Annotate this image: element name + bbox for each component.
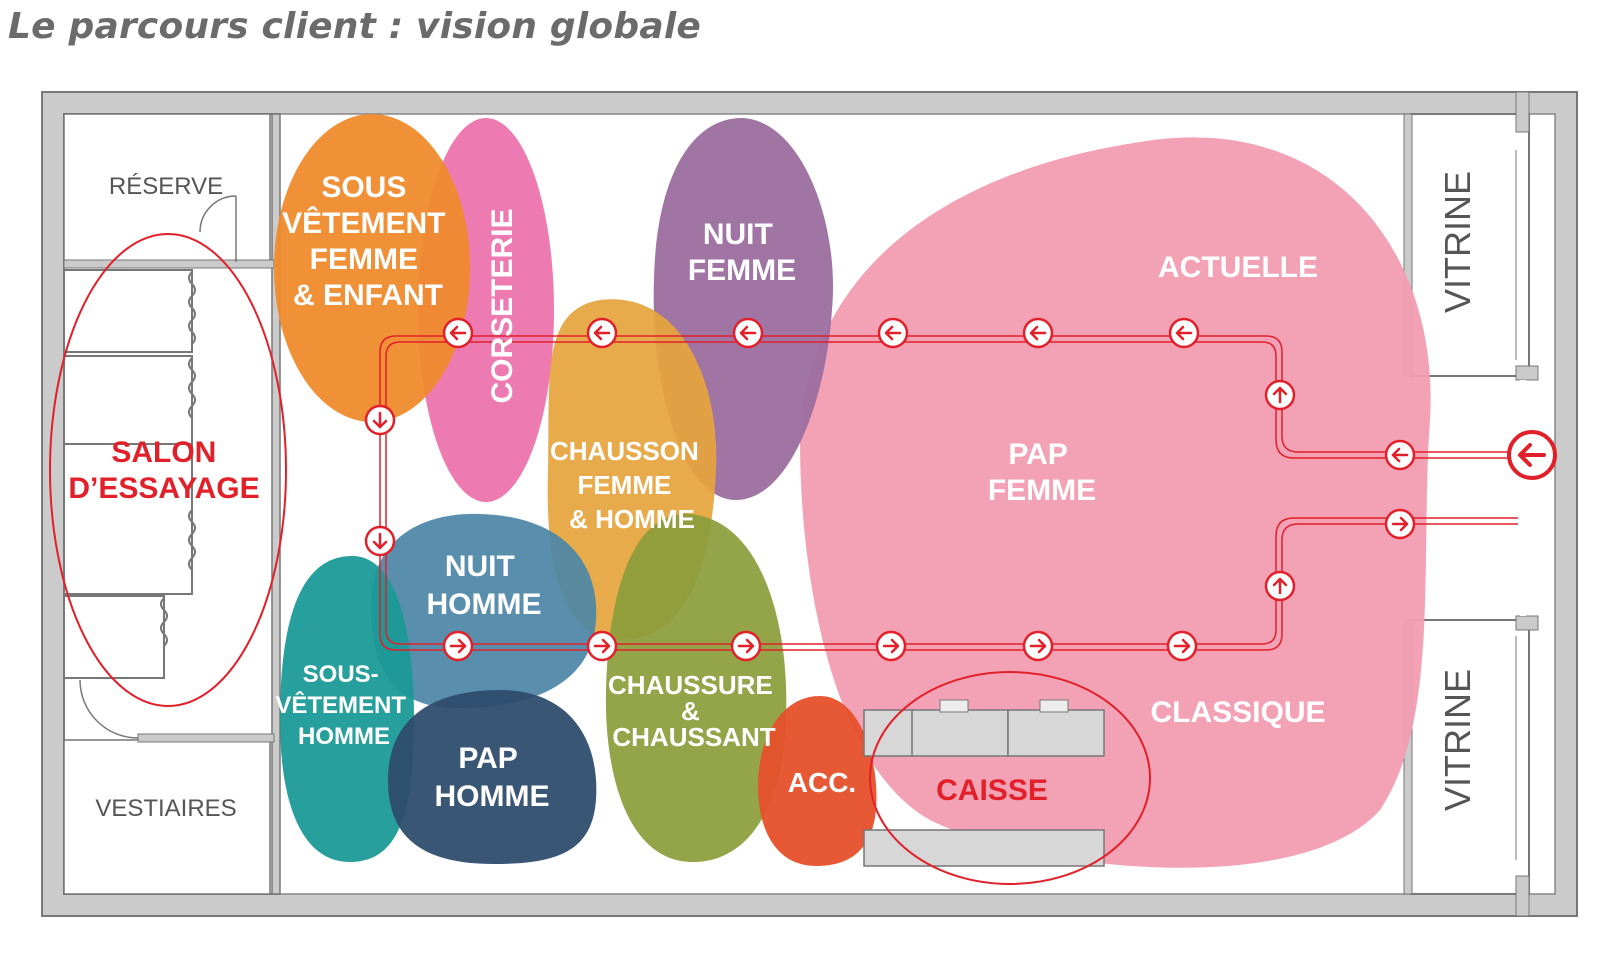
- zone-chausson-line: FEMME: [577, 470, 671, 500]
- zone-nuit-homme-line: NUIT: [445, 550, 515, 583]
- zone-sous-vetement-femme-line: FEMME: [310, 243, 418, 276]
- path-arrow-right-icon: [1166, 630, 1198, 662]
- zone-nuit-femme-line: NUIT: [703, 218, 773, 251]
- zone-acc-blob: [758, 696, 877, 866]
- zone-pap-femme-blob: [800, 137, 1431, 868]
- zone-classique-label: CLASSIQUE: [1150, 696, 1325, 729]
- zone-nuit-femme-label: NUIT FEMME: [688, 218, 796, 287]
- reserve-label: RÉSERVE: [109, 173, 223, 200]
- zone-chaussure-line: CHAUSSANT: [612, 722, 775, 752]
- zone-pap-homme-line: PAP: [458, 742, 517, 775]
- zone-chaussure-line: &: [681, 696, 700, 726]
- path-arrow-up-icon: [1264, 379, 1296, 411]
- zone-corseterie-label: CORSETERIE: [486, 208, 519, 403]
- zone-nuit-homme-line: HOMME: [427, 588, 542, 621]
- zone-sous-vetement-femme-line: VÊTEMENT: [282, 206, 445, 240]
- zone-chausson-label: CHAUSSON FEMME & HOMME: [550, 436, 706, 534]
- zone-pap-femme-label: PAP FEMME: [988, 438, 1096, 507]
- path-arrow-right-icon: [442, 630, 474, 662]
- zone-acc-label: ACC.: [788, 767, 856, 798]
- path-arrow-left-icon: [442, 317, 474, 349]
- entrance-arrow-icon: [1507, 430, 1557, 480]
- checkout-counters: [863, 699, 1105, 867]
- path-arrows: [364, 317, 1416, 662]
- zone-nuit-homme-blob: [371, 513, 597, 709]
- path-arrow-right-icon: [1022, 630, 1054, 662]
- vitrines: [1403, 91, 1539, 917]
- left-rooms: [63, 113, 281, 895]
- vitrine-bottom-label: VITRINE: [1437, 669, 1478, 811]
- zone-actuelle-label: ACTUELLE: [1158, 251, 1318, 284]
- zone-pap-homme-label: PAP HOMME: [435, 742, 550, 813]
- zone-pap-femme-line: FEMME: [988, 474, 1096, 507]
- customer-path: [379, 335, 1518, 651]
- zone-sous-vetement-femme-blob: [274, 114, 470, 422]
- path-arrow-left-icon: [1022, 317, 1054, 349]
- zone-sous-vetement-femme-label: SOUS VÊTEMENT FEMME & ENFANT: [282, 171, 454, 312]
- zone-sous-vetement-homme-label: SOUS- VÊTEMENT HOMME: [275, 661, 412, 750]
- salon-essayage-label: SALON D’ESSAYAGE: [68, 436, 259, 505]
- zone-nuit-homme-label: NUIT HOMME: [427, 550, 542, 621]
- vestiaires-label: VESTIAIRES: [95, 795, 236, 822]
- page-title: Le parcours client : vision globale: [8, 6, 701, 47]
- path-arrow-right-icon: [586, 630, 618, 662]
- vitrine-top-label: VITRINE: [1437, 171, 1478, 313]
- salon-highlight-ellipse: [49, 233, 287, 707]
- caisse-label: CAISSE: [936, 774, 1048, 807]
- zone-pap-homme-line: HOMME: [435, 780, 550, 813]
- path-arrow-left-icon: [586, 317, 618, 349]
- zone-chaussure-line: CHAUSSURE: [608, 670, 773, 700]
- path-arrow-left-icon: [1384, 439, 1416, 471]
- path-arrow-left-icon: [1168, 317, 1200, 349]
- zone-pap-femme-line: PAP: [1008, 438, 1067, 471]
- path-arrow-left-icon: [877, 317, 909, 349]
- path-arrow-down-icon: [364, 404, 396, 436]
- path-arrow-right-icon: [730, 630, 762, 662]
- zone-chausson-line: CHAUSSON: [550, 436, 699, 466]
- zone-sous-vetement-femme-line: & ENFANT: [293, 279, 443, 312]
- path-arrow-right-icon: [1384, 508, 1416, 540]
- zone-nuit-femme-line: FEMME: [688, 254, 796, 287]
- zone-sous-vetement-femme-line: SOUS: [321, 171, 406, 204]
- path-arrow-left-icon: [732, 317, 764, 349]
- path-arrow-up-icon: [1264, 570, 1296, 602]
- zone-sous-vetement-homme-line: HOMME: [298, 723, 390, 750]
- zone-chausson-line: & HOMME: [569, 504, 695, 534]
- path-arrow-right-icon: [875, 630, 907, 662]
- zone-chaussure-blob: [605, 513, 787, 863]
- path-arrow-down-icon: [364, 525, 396, 557]
- salon-essayage-line: D’ESSAYAGE: [68, 472, 259, 505]
- caisse-highlight-ellipse: [869, 671, 1151, 885]
- zone-pap-homme-blob: [388, 690, 597, 864]
- zone-sous-vetement-homme-line: SOUS-: [303, 661, 379, 688]
- zone-chaussure-label: CHAUSSURE & CHAUSSANT: [608, 670, 780, 752]
- salon-essayage-line: SALON: [111, 436, 216, 469]
- zones: [274, 114, 1431, 868]
- zone-sous-vetement-homme-line: VÊTEMENT: [275, 691, 406, 719]
